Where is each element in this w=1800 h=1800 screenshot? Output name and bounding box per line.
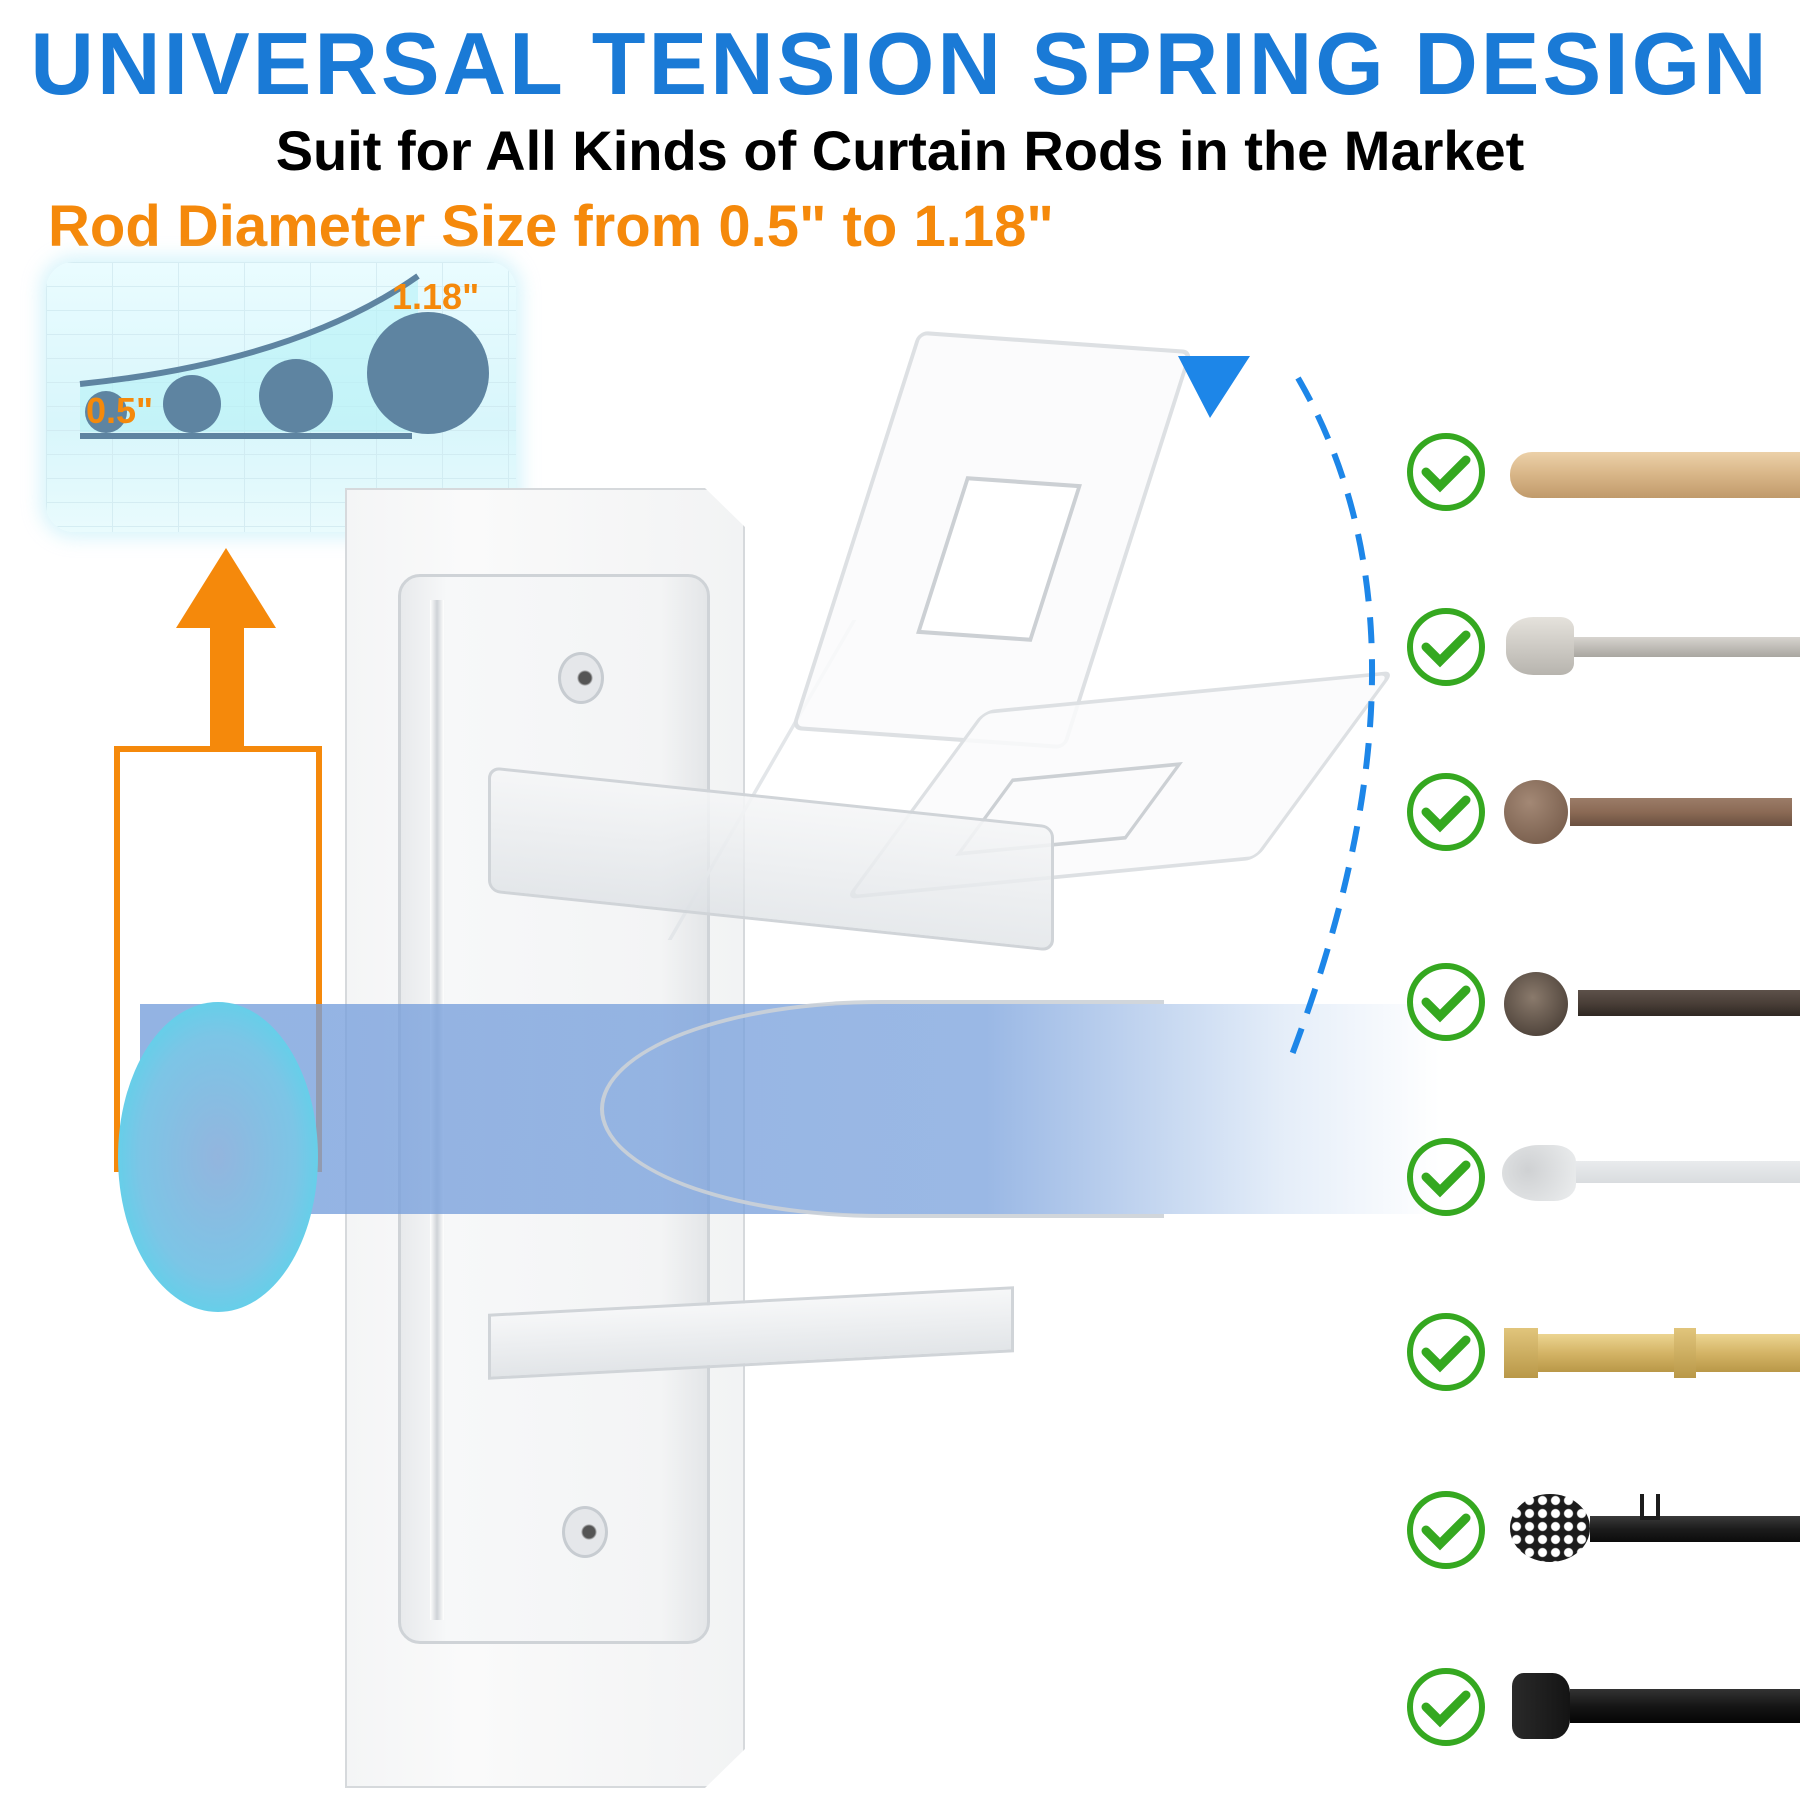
rod-sample-oil-rubbed-bronze <box>1404 950 1800 1060</box>
rod-image <box>1500 595 1800 705</box>
rod-image <box>1500 420 1800 530</box>
min-diameter-label: 0.5" <box>86 390 154 431</box>
check-circle-icon <box>1407 608 1485 686</box>
diameter-size-chart: 0.5" 1.18" <box>46 262 516 532</box>
check-circle-icon <box>1407 1491 1485 1569</box>
rod-sample-nickel <box>1404 595 1800 705</box>
screw-hole-bottom-icon <box>562 1506 608 1558</box>
rod-image <box>1500 1655 1800 1765</box>
rod-sample-brass <box>1404 1300 1800 1410</box>
check-circle-icon <box>1407 773 1485 851</box>
screw-hole-top-icon <box>558 652 604 704</box>
rod-sample-matte-black <box>1404 1478 1800 1588</box>
rod-image <box>1500 1300 1800 1410</box>
rod-image <box>1500 1478 1800 1588</box>
rotation-arrow-icon <box>1178 356 1376 1062</box>
rod-sample-bronze <box>1404 760 1800 870</box>
rod-sample-wood <box>1404 420 1800 530</box>
check-circle-icon <box>1407 1138 1485 1216</box>
diameter-range-text: Rod Diameter Size from 0.5" to 1.18" <box>48 194 1054 259</box>
rod-sample-black <box>1404 1655 1800 1765</box>
rod-cross-section <box>118 1002 318 1312</box>
rod-holder-hook <box>600 1000 1164 1218</box>
headline: UNIVERSAL TENSION SPRING DESIGN <box>30 14 1770 113</box>
check-circle-icon <box>1407 1668 1485 1746</box>
rod-image <box>1500 760 1800 870</box>
check-circle-icon <box>1407 963 1485 1041</box>
rod-image <box>1500 1125 1800 1235</box>
growth-curve-icon <box>79 273 489 439</box>
diameter-bracket <box>114 746 322 1172</box>
rod-sample-white <box>1404 1125 1800 1235</box>
check-circle-icon <box>1407 1313 1485 1391</box>
check-circle-icon <box>1407 433 1485 511</box>
max-diameter-label: 1.18" <box>392 276 480 317</box>
up-arrow-shaft <box>210 612 244 752</box>
rod-image <box>1500 950 1800 1060</box>
subheadline: Suit for All Kinds of Curtain Rods in th… <box>275 119 1525 182</box>
